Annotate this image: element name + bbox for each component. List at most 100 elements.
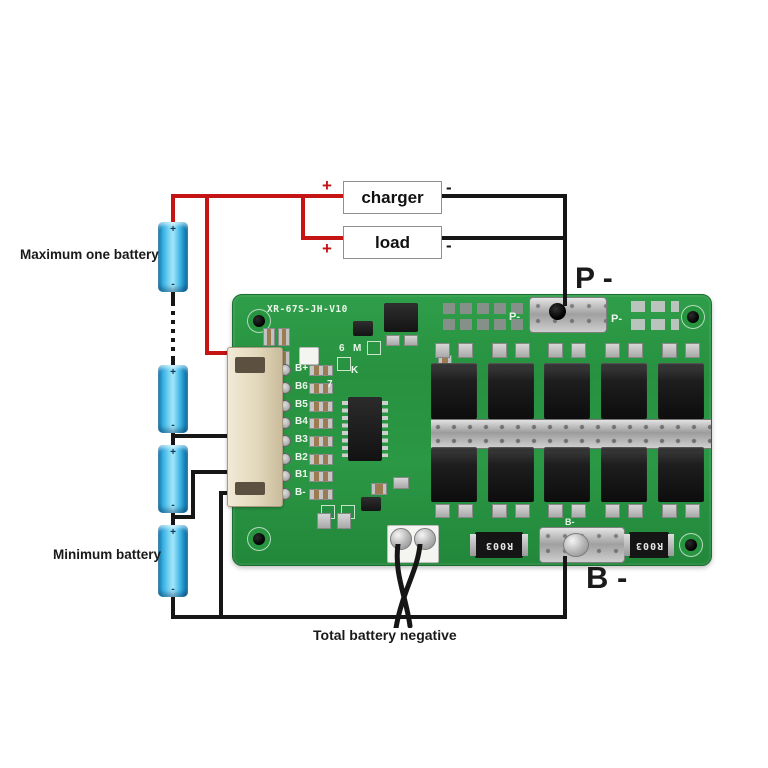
smd-component xyxy=(662,343,677,358)
wire-positive-branch xyxy=(301,194,305,240)
connector-slot xyxy=(235,482,265,495)
protection-ic xyxy=(348,397,382,461)
smd-component xyxy=(628,343,643,358)
solder-blob xyxy=(563,533,589,557)
b-minus-callout: B - xyxy=(586,560,628,595)
shunt-label: R003 xyxy=(634,539,664,551)
smd-component xyxy=(571,343,586,358)
solder-pads xyxy=(631,301,679,312)
solder-pads xyxy=(443,303,523,314)
wire-sense-2a xyxy=(171,515,195,519)
smd-component xyxy=(515,504,530,518)
wire-cell-junction1 xyxy=(171,428,175,448)
wire-sense-2c xyxy=(191,470,233,474)
mosfet-array xyxy=(431,341,711,518)
silk-mark: 7 xyxy=(327,379,333,390)
balance-connector xyxy=(227,347,283,507)
battery-cell-1: + - xyxy=(158,222,188,292)
wire-bminus-pin-v xyxy=(219,491,223,619)
balance-resistor xyxy=(309,471,333,482)
smd-component xyxy=(435,504,450,518)
smd-component xyxy=(371,483,387,495)
balance-resistor xyxy=(309,401,333,412)
mosfet xyxy=(431,363,477,419)
mosfet xyxy=(431,447,477,502)
transistor xyxy=(361,497,381,511)
b-minus-silkscreen: B- xyxy=(565,517,575,527)
connector-slot xyxy=(235,357,265,373)
balance-resistor xyxy=(309,383,333,394)
mounting-hole xyxy=(247,527,271,551)
smd-component xyxy=(337,513,351,529)
smd-component xyxy=(317,513,331,529)
wire-bplus-down xyxy=(205,194,209,355)
tinned-bus-strip xyxy=(431,419,711,449)
smd-component xyxy=(605,504,620,518)
pcb-board: XR-67S-JH-V10 6 M K 7 B+ B6 B xyxy=(227,294,712,566)
charger-label: charger xyxy=(361,187,424,207)
mosfet xyxy=(544,363,590,419)
wire-total-negative-bus xyxy=(171,615,567,619)
battery-plus-mark: + xyxy=(170,527,176,538)
smd-component xyxy=(492,504,507,518)
smd-component xyxy=(404,335,418,346)
smd-component xyxy=(571,504,586,518)
mosfet xyxy=(658,363,704,419)
p-minus-pad xyxy=(529,297,607,333)
mosfet xyxy=(488,447,534,502)
smd-component xyxy=(548,343,563,358)
charger-minus-sign: - xyxy=(446,178,452,197)
board-model-silkscreen: XR-67S-JH-V10 xyxy=(267,304,348,315)
charger-plus-sign: + xyxy=(322,176,332,195)
total-negative-label: Total battery negative xyxy=(313,627,457,643)
battery-cell-2: + - xyxy=(158,365,188,433)
battery-plus-mark: + xyxy=(170,447,176,458)
smd-component xyxy=(685,343,700,358)
balance-resistor xyxy=(309,436,333,447)
smd-component xyxy=(393,477,409,489)
load-label: load xyxy=(375,232,410,252)
p-minus-callout: P - xyxy=(575,262,613,295)
smd-component xyxy=(458,343,473,358)
mosfet xyxy=(658,447,704,502)
ic-pins xyxy=(382,401,388,457)
battery-minus-mark: - xyxy=(171,584,175,595)
wire-load-positive xyxy=(301,236,343,240)
smd-component xyxy=(492,343,507,358)
smd-component xyxy=(605,343,620,358)
silk-mark: 6 xyxy=(339,343,345,354)
smd-component xyxy=(458,504,473,518)
pin-label: B3 xyxy=(295,434,308,445)
battery-minus-mark: - xyxy=(171,420,175,431)
wire-sense-1 xyxy=(173,434,233,438)
wire-battery-negative-stub xyxy=(171,593,175,619)
silk-mark: M xyxy=(353,343,362,354)
mosfet xyxy=(488,363,534,419)
pin-label: B+ xyxy=(295,363,309,374)
pin-label: B5 xyxy=(295,399,308,410)
pin-label: B4 xyxy=(295,416,308,427)
ic-component xyxy=(384,303,418,332)
battery-plus-mark: + xyxy=(170,367,176,378)
pin-label: B6 xyxy=(295,381,308,392)
battery-minus-mark: - xyxy=(171,500,175,511)
smd-component xyxy=(278,328,290,346)
balance-resistor xyxy=(309,418,333,429)
battery-cell-4: + - xyxy=(158,525,188,597)
dangling-wires xyxy=(393,544,423,628)
battery-cell-3: + - xyxy=(158,445,188,513)
load-box: load xyxy=(343,226,442,259)
wire-bplus-to-connector xyxy=(205,351,245,355)
smd-component xyxy=(685,504,700,518)
mounting-hole xyxy=(681,305,705,329)
wire-cell-stub-a xyxy=(171,288,175,304)
solder-pad xyxy=(299,347,319,365)
mosfet xyxy=(601,447,647,502)
pin-label: B2 xyxy=(295,452,308,463)
ic-pins xyxy=(342,401,348,457)
solder-pads xyxy=(443,319,523,330)
smd-component xyxy=(662,504,677,518)
wire-hole xyxy=(549,303,566,320)
smd-component xyxy=(263,328,275,346)
